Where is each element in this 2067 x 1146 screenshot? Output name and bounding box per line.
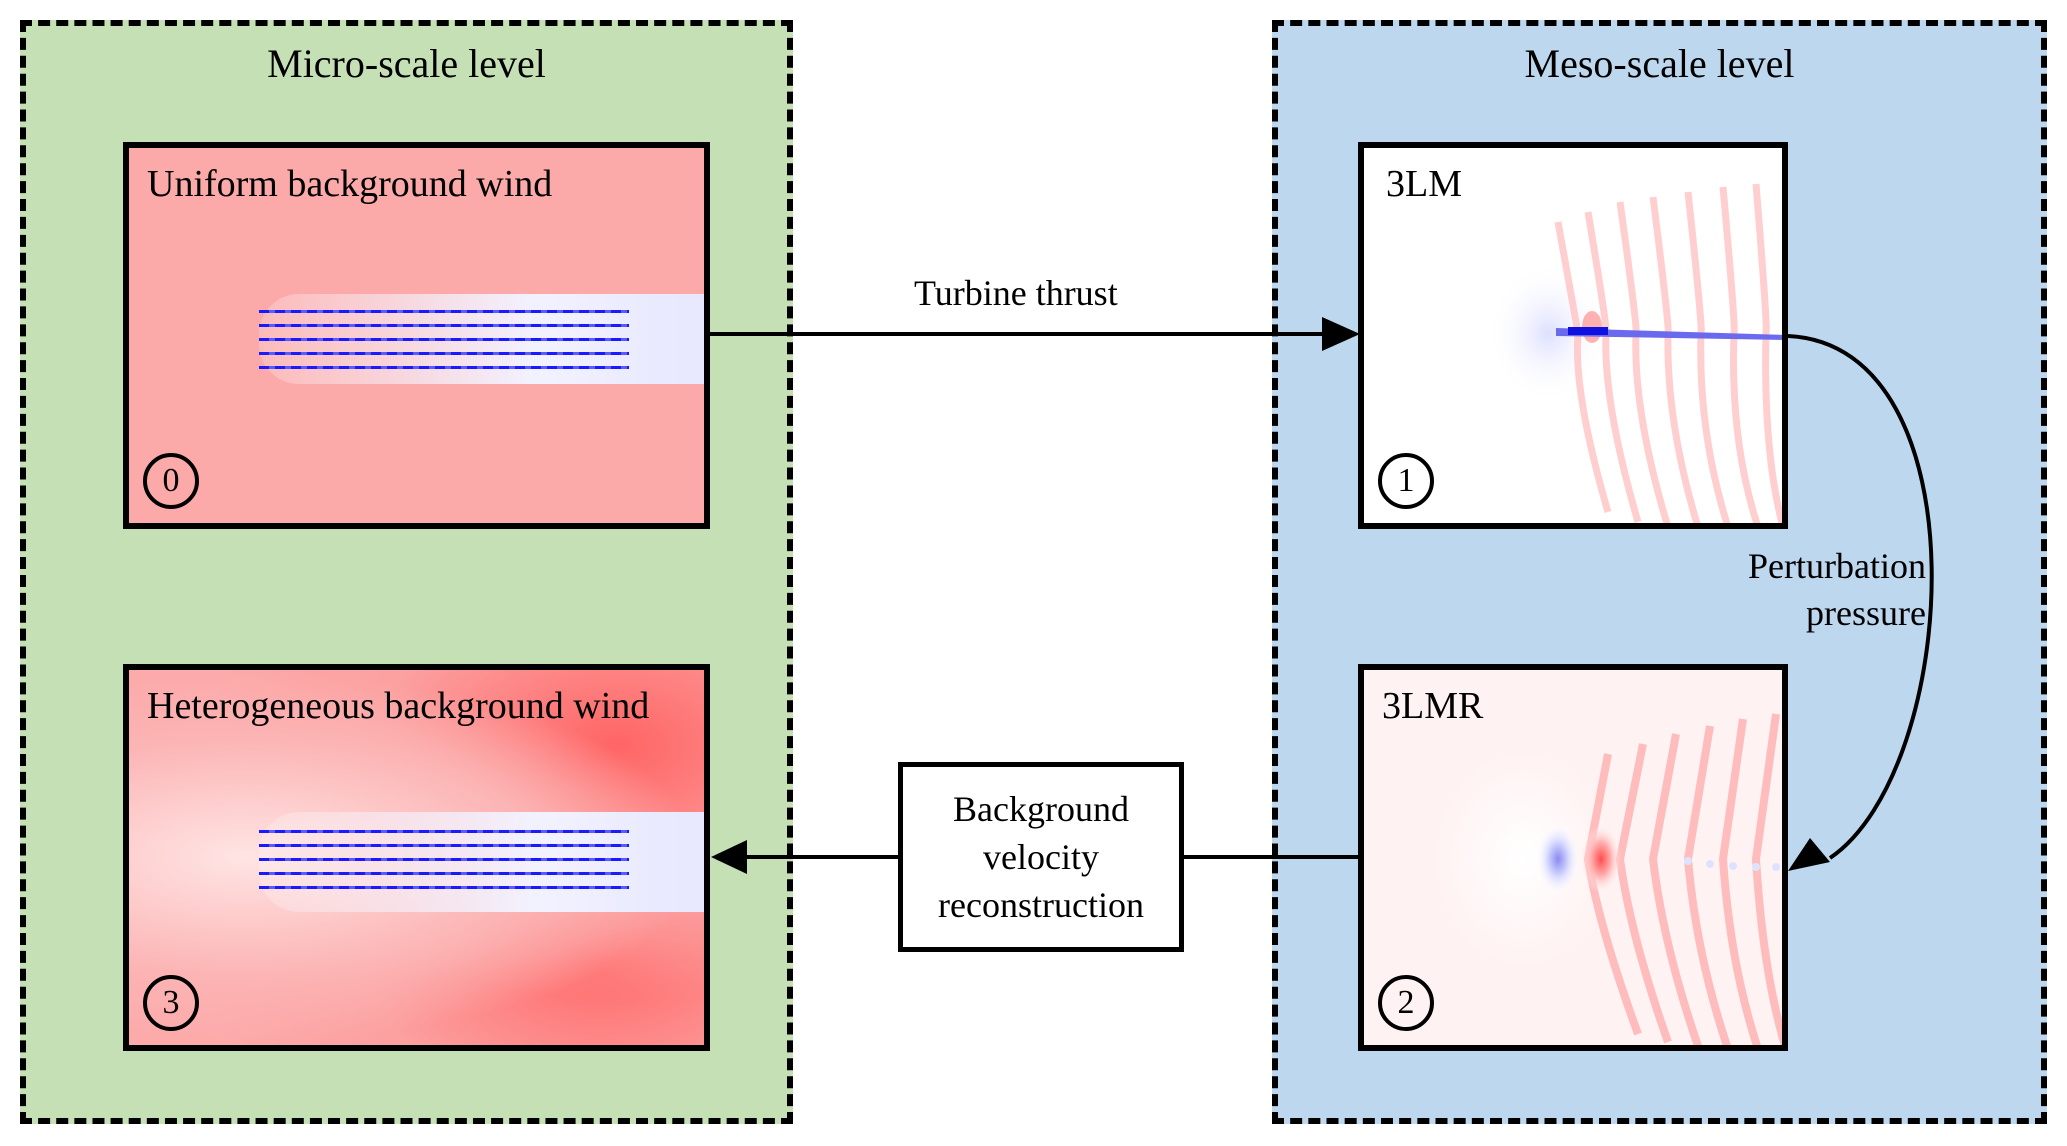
background-velocity-reconstruction-box: Background velocity reconstruction	[898, 762, 1184, 952]
turbine-row	[259, 338, 629, 341]
panel-uniform-background-wind: Uniform background wind 0	[123, 142, 710, 529]
turbine-row	[259, 830, 629, 833]
panel-heterogeneous-background-wind: Heterogeneous background wind 3	[123, 664, 710, 1051]
process-box-line: reconstruction	[938, 885, 1144, 925]
panel-label: Heterogeneous background wind	[147, 685, 650, 727]
turbine-row	[259, 858, 629, 861]
step-badge: 1	[1378, 453, 1434, 509]
pressure-field-3lmr	[1433, 713, 1782, 1045]
turbine-row	[259, 310, 629, 313]
step-badge: 3	[143, 975, 199, 1031]
panel-3lm: 3LM 1	[1358, 142, 1788, 529]
panel-label: Uniform background wind	[147, 163, 553, 205]
panel-3lmr: 3LMR 2	[1358, 664, 1788, 1051]
turbine-row	[259, 352, 629, 355]
turbine-row	[259, 324, 629, 327]
panel-label: 3LMR	[1382, 685, 1484, 727]
turbine-thrust-label: Turbine thrust	[914, 273, 1118, 313]
micro-scale-title: Micro-scale level	[267, 41, 546, 86]
perturbation-pressure-label-line1: Perturbation	[1748, 546, 1926, 586]
process-box-line: velocity	[983, 837, 1099, 877]
meso-scale-title: Meso-scale level	[1524, 41, 1795, 86]
step-badge: 0	[143, 453, 199, 509]
perturbation-pressure-label-line2: pressure	[1806, 593, 1926, 633]
wind-farm-wake	[259, 812, 704, 912]
turbine-row	[259, 872, 629, 875]
process-box-line: Background	[953, 789, 1129, 829]
step-badge: 2	[1378, 975, 1434, 1031]
turbine-row	[259, 886, 629, 889]
panel-label: 3LM	[1386, 163, 1462, 205]
turbine-row	[259, 366, 629, 369]
pressure-field-3lm	[1488, 183, 1782, 523]
turbine-row	[259, 844, 629, 847]
